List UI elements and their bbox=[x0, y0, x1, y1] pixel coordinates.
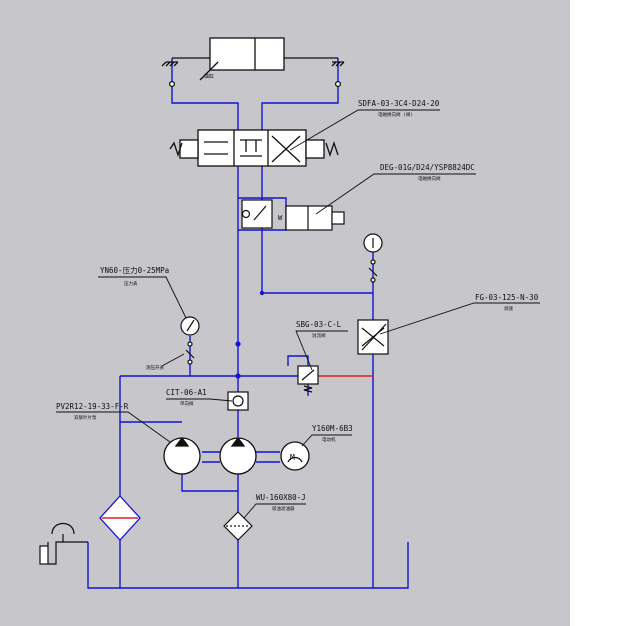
fg-sublabel: 调速 bbox=[504, 305, 513, 312]
double-pump bbox=[163, 436, 257, 475]
valve-left-arrows bbox=[204, 141, 228, 155]
yn-leader bbox=[98, 276, 187, 319]
breather-cap bbox=[51, 522, 75, 535]
cylinder-tag: 油缸 bbox=[204, 73, 214, 80]
gauge-switch-pin bbox=[187, 359, 193, 365]
pressure-gauge-left bbox=[180, 316, 200, 365]
motor-label: Y160M-6B3 bbox=[312, 424, 353, 433]
motor-sublabel: 电动机 bbox=[322, 436, 336, 443]
gauge-switch-label: 测压开关 bbox=[146, 364, 164, 371]
solenoid-valve-coil bbox=[331, 211, 345, 225]
cylinder-port-left bbox=[168, 80, 176, 88]
gauge-switch-leader bbox=[161, 353, 185, 367]
junctions bbox=[235, 290, 265, 379]
fg-label: FG-03-125-N-30 bbox=[475, 293, 539, 302]
hydraulic-schematic: 油缸 SDFA-03-3C4-D24-20 电磁换向阀 (阀) W DEG-01… bbox=[0, 0, 570, 626]
valve-body bbox=[197, 129, 307, 167]
check-ball bbox=[241, 209, 251, 219]
pipe-network bbox=[87, 58, 409, 589]
solenoid-valve bbox=[285, 205, 345, 231]
solenoid-left bbox=[179, 139, 199, 159]
wu-sublabel: 吸油滤油器 bbox=[272, 505, 295, 512]
pressure-gauge-right bbox=[363, 233, 383, 283]
solenoid-coil-mark: W bbox=[278, 214, 283, 222]
throttle-check-valve bbox=[241, 199, 273, 229]
cit-sublabel: 单向阀 bbox=[180, 400, 194, 407]
sbg-leader bbox=[295, 330, 348, 371]
cit-label: CIT-06-A1 bbox=[166, 388, 207, 397]
flow-valve-arrow bbox=[361, 323, 387, 351]
spring-left bbox=[169, 141, 183, 158]
gauge-switch-pin bbox=[370, 277, 376, 283]
yn-sublabel: 压力表 bbox=[124, 280, 138, 287]
tank-breather bbox=[39, 522, 88, 565]
cit-leader bbox=[166, 398, 233, 402]
relief-valve-spring bbox=[303, 385, 313, 393]
pump-sublabel: 双联叶片泵 bbox=[74, 414, 97, 421]
valve-right-cross bbox=[271, 135, 301, 163]
cylinder-body bbox=[209, 37, 285, 71]
gauge-switch bbox=[368, 267, 378, 277]
motor-body bbox=[280, 441, 310, 471]
valve-center-block bbox=[240, 139, 262, 157]
pump-leader bbox=[56, 411, 171, 443]
cylinder-port-right bbox=[334, 80, 342, 88]
deg-label: DEG-01G/D24/YSP8824DC bbox=[380, 163, 475, 172]
level-gauge bbox=[39, 545, 49, 565]
sdfa-label: SDFA-03-3C4-D24-20 bbox=[358, 99, 440, 108]
cylinder-adjust-arrow bbox=[199, 61, 219, 81]
wu-leader bbox=[243, 503, 306, 519]
junction-dot bbox=[235, 373, 241, 379]
mount-left bbox=[161, 61, 179, 67]
motor-wave bbox=[287, 456, 303, 463]
pipe-suction-left bbox=[181, 474, 238, 492]
relief-valve bbox=[297, 365, 319, 393]
solenoid-right bbox=[305, 139, 325, 159]
deg-sublabel: 电磁换向阀 bbox=[418, 175, 441, 182]
cylinder bbox=[161, 37, 345, 88]
pipe-cylinder-left bbox=[171, 58, 239, 130]
pump-label: PV2R12-19-33-F-R bbox=[56, 402, 129, 411]
wu-label: WU-160X80-J bbox=[256, 493, 306, 502]
solenoid-valve-body bbox=[285, 205, 333, 231]
sbg-sublabel: 溢流阀 bbox=[312, 332, 326, 339]
pump-left-triangle bbox=[174, 436, 190, 447]
deg-leader bbox=[315, 173, 476, 215]
fg-leader bbox=[379, 302, 540, 335]
junction-dot bbox=[259, 290, 265, 296]
junction-dot bbox=[235, 341, 241, 347]
sdfa-sublabel: 电磁换向阀 (阀) bbox=[378, 111, 413, 118]
gauge-switch bbox=[185, 349, 195, 359]
relief-valve-arrow bbox=[301, 369, 315, 381]
gauge-switch-pin bbox=[187, 341, 193, 347]
check-valve-ball bbox=[232, 395, 244, 407]
pump-right-triangle bbox=[230, 436, 246, 447]
suction-filter bbox=[223, 511, 253, 541]
pipe-cylinder-right bbox=[261, 58, 339, 130]
spring-right bbox=[325, 140, 339, 158]
sdfa-leader bbox=[289, 109, 440, 151]
motor-leader bbox=[301, 434, 352, 447]
drawing-background bbox=[0, 0, 570, 626]
electric-motor bbox=[280, 441, 310, 471]
level-gauge-link bbox=[47, 541, 63, 565]
flow-control-valve bbox=[357, 319, 389, 355]
gauge-switch-pin bbox=[370, 259, 376, 265]
mount-right bbox=[331, 61, 345, 67]
gauge-needle bbox=[186, 319, 195, 332]
tank-outline bbox=[87, 542, 409, 589]
throttle-arrow bbox=[253, 205, 267, 221]
motor-mark: M bbox=[290, 453, 295, 462]
sbg-label: SBG-03-C-L bbox=[296, 320, 342, 329]
yn-label: YN60-压力0-25MPa bbox=[100, 265, 169, 275]
directional-valve bbox=[169, 129, 339, 167]
